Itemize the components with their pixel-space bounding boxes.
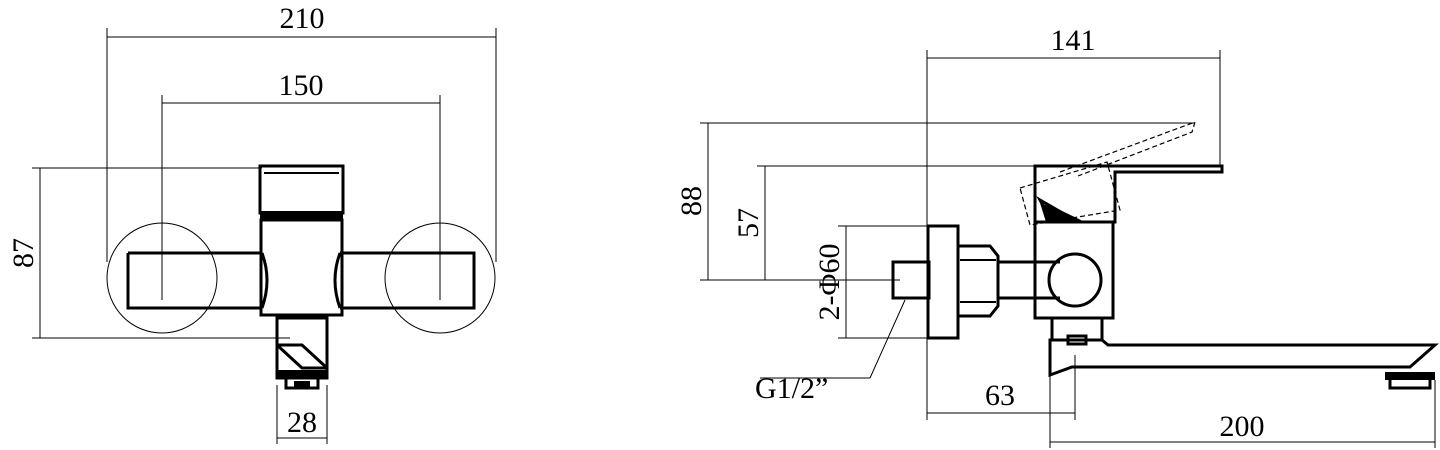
thread-leader — [869, 299, 906, 379]
dim-height: 87 — [7, 238, 40, 268]
lifted-lever-arm — [1059, 121, 1196, 177]
inlet-stub — [891, 260, 931, 300]
outlet-taper — [275, 343, 329, 370]
dim-flange: 2-Φ60 — [813, 244, 846, 321]
left-joint — [260, 252, 269, 309]
front-view: 210 150 87 28 — [7, 2, 497, 444]
dim-spout-length: 200 — [1220, 410, 1265, 443]
dim-total-depth: 141 — [1051, 24, 1096, 57]
cap-ring — [260, 211, 343, 219]
handle-shadow — [1040, 203, 1085, 222]
spout-arm — [1048, 338, 1439, 378]
valve-body — [1033, 220, 1115, 320]
dim-handle-height: 88 — [675, 186, 708, 216]
aerator-core — [294, 381, 310, 387]
dim-spout-offset: 63 — [985, 379, 1015, 412]
dim-outlet-width: 28 — [287, 406, 317, 439]
center-body — [259, 218, 344, 317]
lifted-lever-outline — [1019, 161, 1121, 226]
spout-tip — [1385, 372, 1435, 380]
valve-connector — [1047, 252, 1103, 308]
handle-body — [1033, 164, 1224, 224]
wall-flange-plate — [926, 224, 960, 340]
aerator-base — [277, 370, 327, 378]
aerator — [284, 376, 320, 390]
right-flange — [384, 222, 496, 334]
hex-nut — [956, 244, 1000, 318]
spout-aerator — [1388, 376, 1432, 390]
dim-center-distance: 150 — [279, 69, 324, 102]
side-view: 141 88 57 2-Φ60 — [675, 24, 1439, 448]
right-joint — [333, 252, 342, 309]
body-bar — [126, 251, 476, 310]
dim-thread: G1/2” — [755, 372, 828, 405]
dim-body-height: 57 — [732, 208, 765, 238]
left-flange — [106, 222, 218, 334]
dim-overall-width: 210 — [280, 2, 325, 35]
